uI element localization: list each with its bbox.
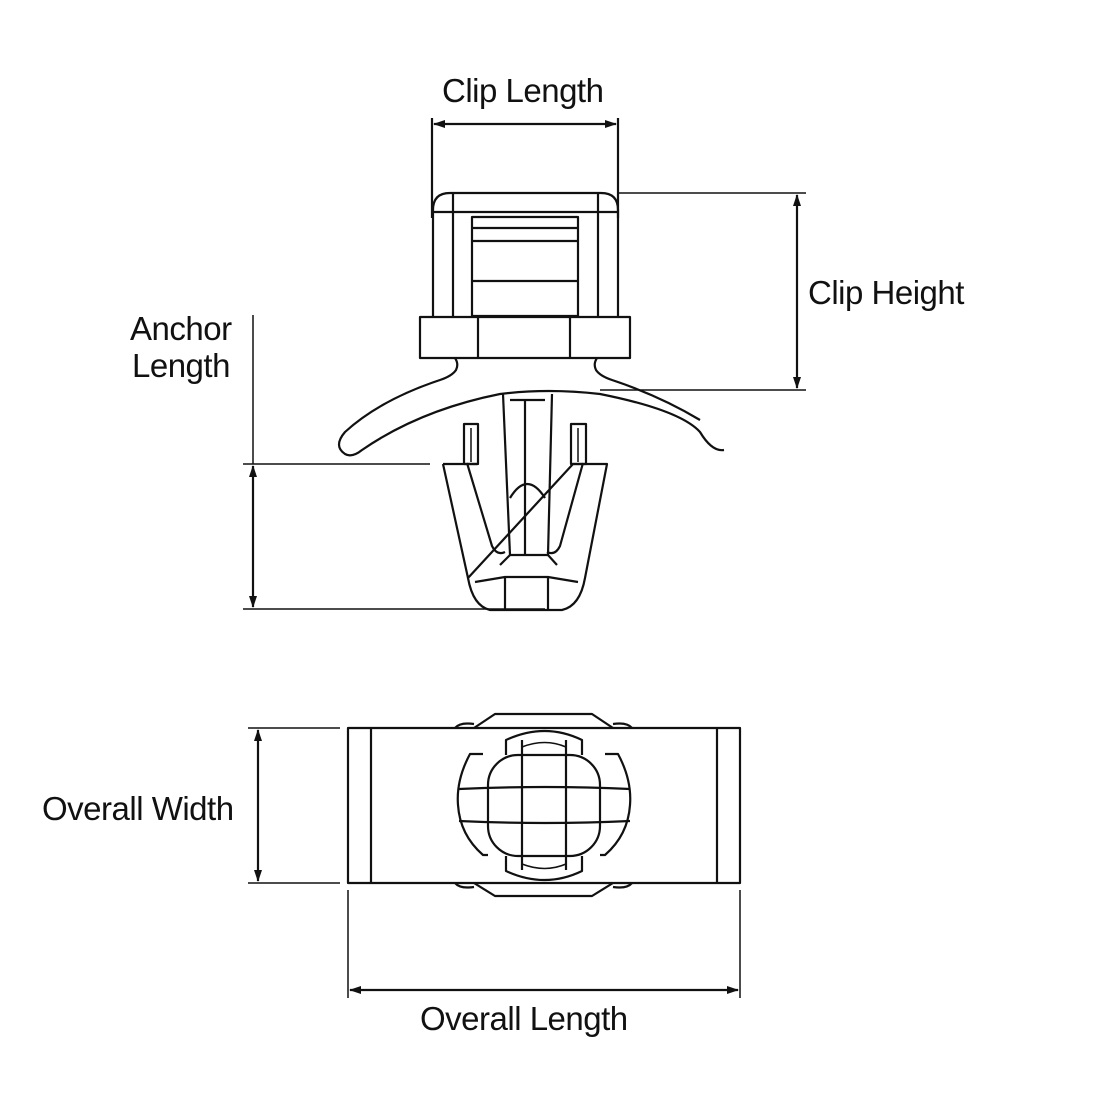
anchor <box>441 393 609 612</box>
overall-length-dimension <box>347 890 741 998</box>
umbrella-wing <box>337 357 725 457</box>
flange <box>418 315 632 360</box>
clip-height-label: Clip Height <box>808 274 964 311</box>
overall-width-dimension <box>248 727 340 884</box>
overall-width-label: Overall Width <box>42 790 234 827</box>
clip-head <box>431 191 620 318</box>
top-view <box>346 712 742 898</box>
clip-length-dimension <box>430 118 620 218</box>
clip-length-label: Clip Length <box>442 72 604 109</box>
anchor-length-label-line2: Length <box>132 347 230 384</box>
anchor-length-dimension <box>243 315 545 610</box>
overall-length-label: Overall Length <box>420 1000 628 1037</box>
anchor-length-label-line1: Anchor <box>130 310 232 347</box>
clip-height-dimension <box>600 192 806 391</box>
